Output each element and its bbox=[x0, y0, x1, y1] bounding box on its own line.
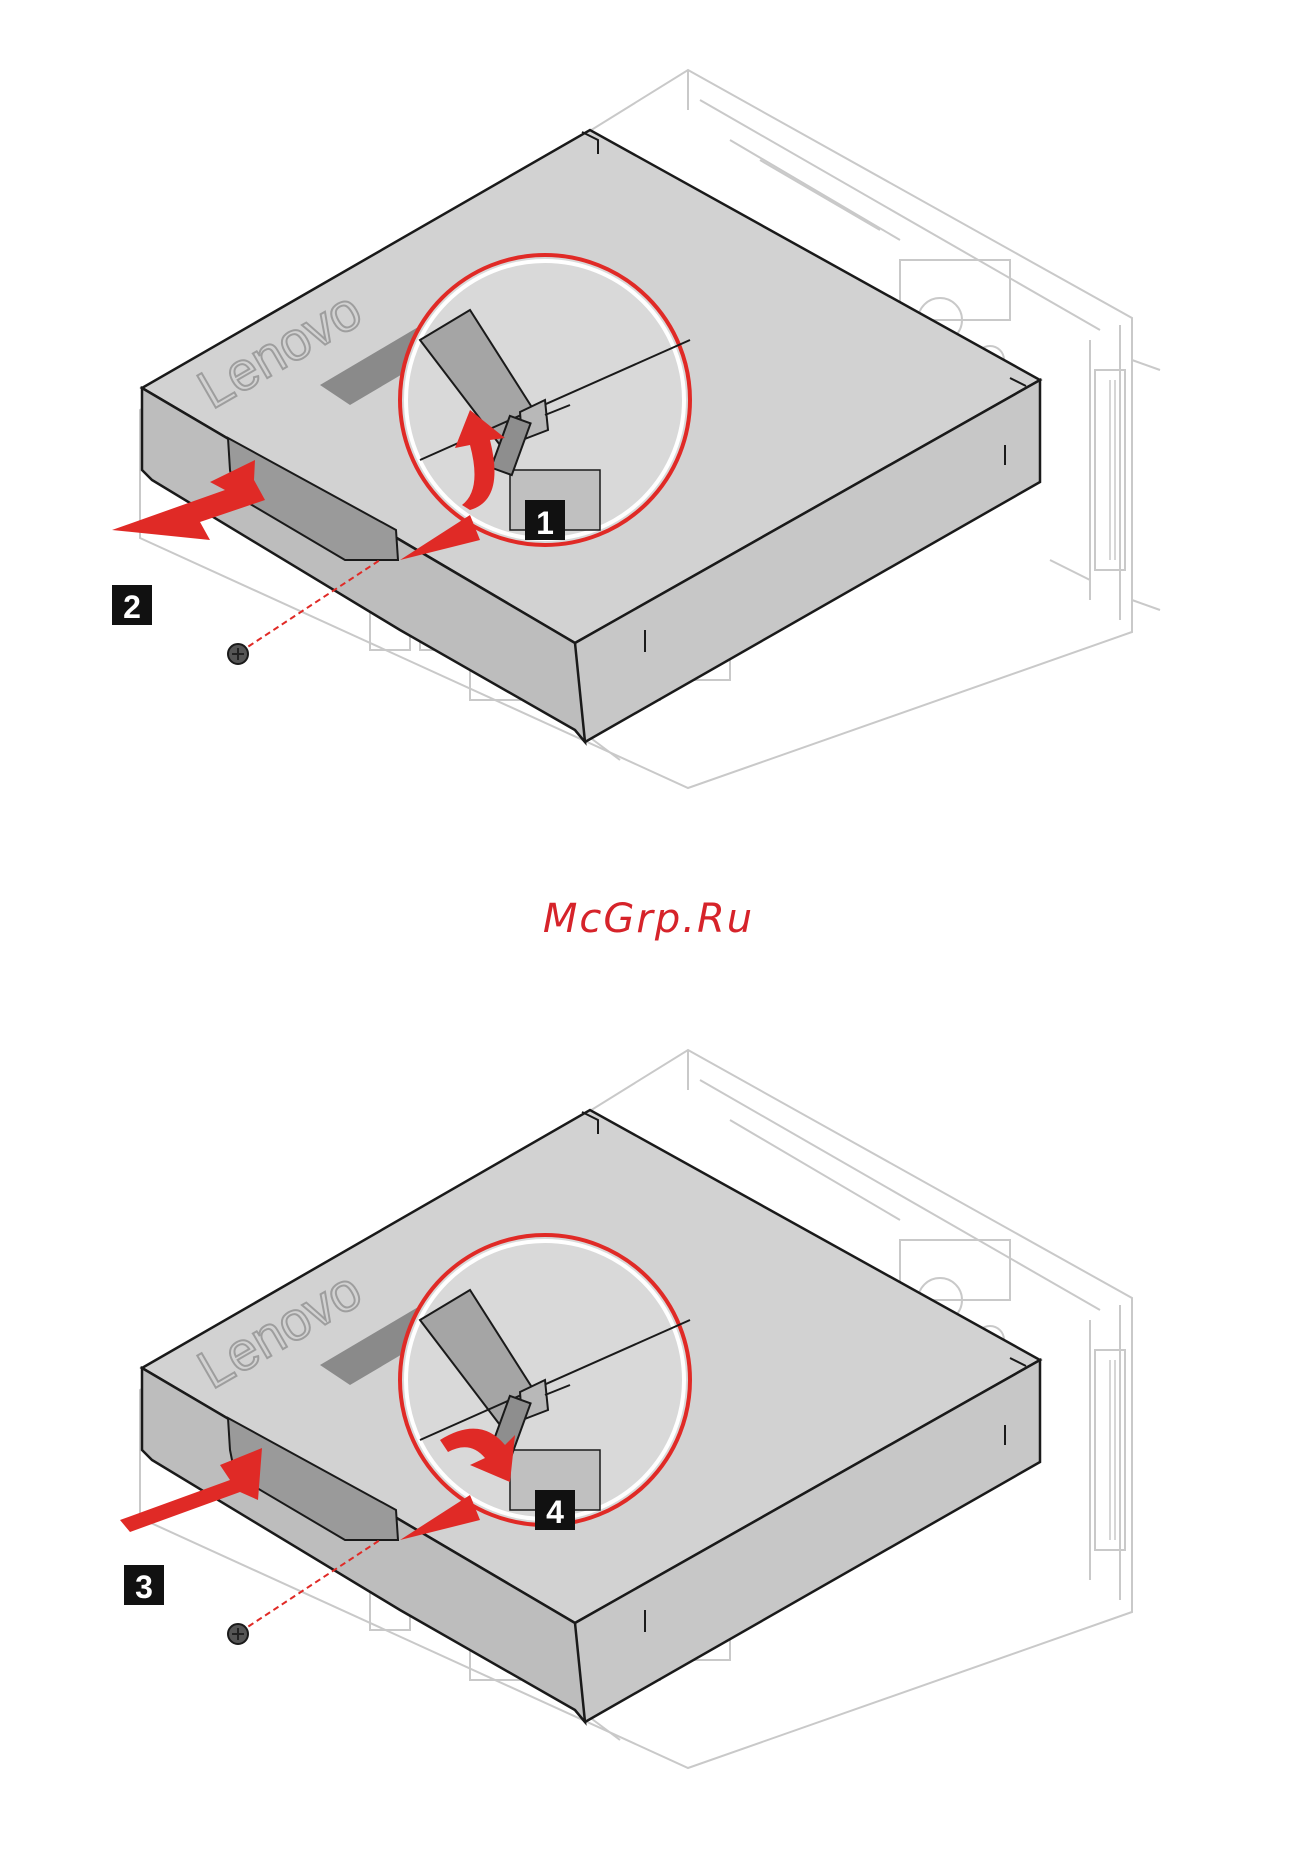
rear-vent-grille bbox=[1110, 1360, 1125, 1540]
install-cover-diagram: Lenovo bbox=[0, 1020, 1297, 1820]
screw-icon bbox=[228, 644, 248, 664]
screw-icon bbox=[228, 1624, 248, 1644]
step-badge-2: 2 bbox=[112, 585, 152, 625]
step-label-1: 1 bbox=[536, 505, 554, 541]
remove-cover-diagram: Lenovo bbox=[0, 40, 1297, 840]
step-label-4: 4 bbox=[546, 1494, 564, 1530]
rear-vent-grille bbox=[1110, 380, 1125, 560]
step-badge-3: 3 bbox=[124, 1565, 164, 1605]
illustration-install-cover: Lenovo bbox=[0, 1020, 1297, 1820]
step-label-2: 2 bbox=[123, 589, 141, 625]
step-badge-1: 1 bbox=[525, 500, 565, 541]
watermark-text: McGrp.Ru bbox=[0, 896, 1297, 942]
step-label-3: 3 bbox=[135, 1569, 153, 1605]
step-badge-4: 4 bbox=[535, 1490, 575, 1530]
illustration-remove-cover: Lenovo bbox=[0, 40, 1297, 840]
